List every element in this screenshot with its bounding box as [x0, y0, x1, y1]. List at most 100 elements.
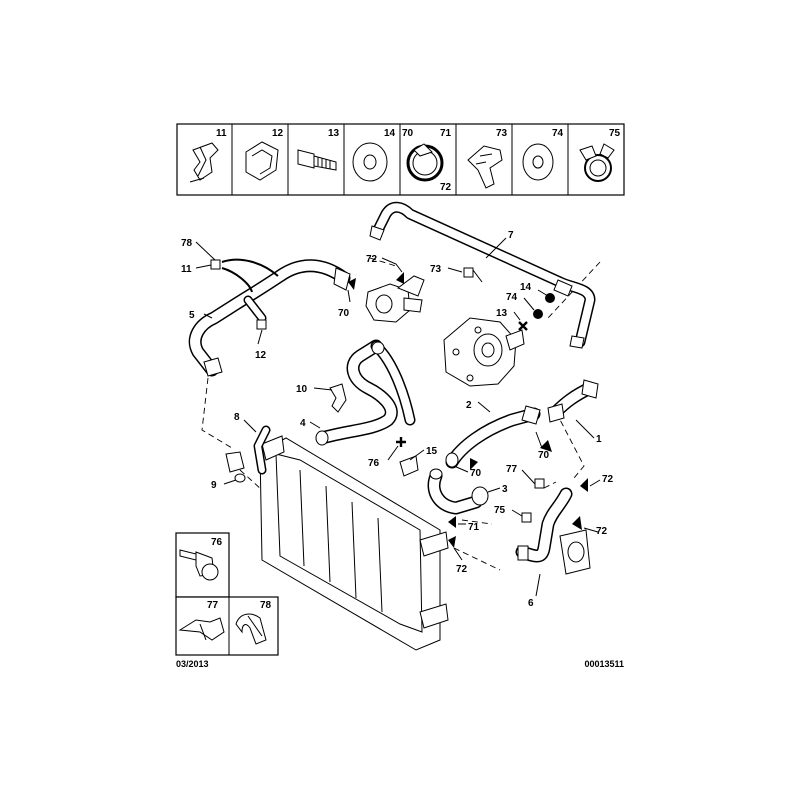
callout-4: 4	[300, 418, 306, 429]
callout-72: 72	[456, 564, 468, 575]
callout-9: 9	[211, 480, 217, 491]
legend-number: 74	[552, 128, 564, 139]
callout-13: 13	[496, 308, 508, 319]
legend-number: 75	[609, 128, 621, 139]
legend-number: 71	[440, 128, 452, 139]
marker-dot	[545, 293, 555, 303]
legend-cell-77: 77	[178, 600, 225, 641]
marker-crosses	[396, 321, 528, 447]
thermostat-housing	[365, 275, 425, 323]
callout-14: 14	[520, 282, 532, 293]
legend-number: 78	[260, 600, 272, 611]
pipe-clip-icon	[467, 145, 503, 189]
arrow-icon	[470, 458, 478, 470]
hose-clip-icon	[189, 142, 219, 183]
arrow-icon	[448, 536, 456, 548]
bolt-clip-icon	[179, 549, 219, 581]
callout-75: 75	[494, 505, 506, 516]
legend-cell-78: 78	[235, 600, 272, 645]
legend-number: 73	[496, 128, 508, 139]
hose-3	[427, 468, 489, 515]
marker-square	[210, 259, 221, 270]
arrow-icon	[348, 278, 356, 290]
callout-6: 6	[528, 598, 534, 609]
marker-squares	[210, 259, 545, 523]
bracket-15	[399, 455, 419, 477]
bracket-10	[329, 383, 347, 413]
arrow-icon	[448, 516, 456, 528]
plus-icon	[396, 437, 406, 447]
legend-cell-11: 11	[189, 128, 227, 183]
marker-square	[534, 478, 545, 489]
footer-reference: 00013511	[584, 659, 624, 669]
cross-icon	[518, 321, 528, 331]
arrow-icon	[580, 478, 588, 492]
footer: 03/2013 00013511	[176, 659, 624, 669]
bolt-icon	[297, 149, 337, 171]
washer-icon	[522, 143, 554, 181]
marker-square	[256, 319, 267, 330]
callout-2: 2	[466, 400, 472, 411]
legend-cell-14: 14	[352, 128, 396, 182]
hose-8	[225, 425, 271, 483]
hose-clamp-icon	[406, 143, 444, 182]
arrow-icon	[396, 272, 404, 284]
callout-15: 15	[426, 446, 438, 457]
marker-arrows	[348, 272, 588, 548]
legend-cell-12: 12	[245, 128, 284, 181]
marker-dots	[533, 293, 555, 319]
spring-clamp-icon	[579, 143, 615, 182]
callout-70: 70	[538, 450, 550, 461]
legend-number: 14	[384, 128, 396, 139]
legend-number: 11	[216, 128, 227, 139]
hose-1	[547, 379, 599, 423]
legend-cell-74: 74	[522, 128, 564, 181]
callout-11: 11	[181, 264, 192, 275]
callout-72: 72	[596, 526, 608, 537]
callout-12: 12	[255, 350, 267, 361]
footer-date: 03/2013	[176, 659, 209, 669]
water-pump	[443, 317, 525, 387]
bracket-icon	[245, 141, 279, 181]
callout-10: 10	[296, 384, 308, 395]
legend-number: 12	[272, 128, 284, 139]
legend-number: 70	[402, 128, 414, 139]
callout-71: 71	[468, 522, 480, 533]
hose-2	[445, 405, 541, 469]
callout-70: 70	[338, 308, 350, 319]
marker-square	[463, 267, 474, 278]
side-legend: 76 77 78	[175, 532, 279, 656]
callout-3: 3	[502, 484, 508, 495]
legend-number: 76	[211, 537, 223, 548]
hose-5	[188, 259, 351, 377]
hose-4	[315, 339, 416, 446]
callout-5: 5	[189, 310, 195, 321]
hose-clip-icon	[235, 613, 267, 645]
callout-8: 8	[234, 412, 240, 423]
legend-number: 77	[207, 600, 219, 611]
callout-70: 70	[470, 468, 482, 479]
callout-74: 74	[506, 292, 518, 303]
callout-78: 78	[181, 238, 193, 249]
legend-cell-13: 13	[297, 128, 340, 171]
clamp-bracket-icon	[178, 617, 225, 641]
callout-77: 77	[506, 464, 518, 475]
arrow-icon	[540, 440, 552, 452]
top-legend: 11 12 13 14	[176, 123, 625, 196]
callout-1: 1	[596, 434, 602, 445]
hose-6	[515, 487, 591, 575]
legend-cell-75: 75	[579, 128, 621, 182]
leader-lines	[195, 237, 601, 597]
washer-icon	[352, 142, 388, 182]
callout-7: 7	[508, 230, 514, 241]
arrow-icon	[572, 516, 582, 530]
marker-square	[521, 512, 532, 523]
legend-cell-70-71-72: 70 71 72	[402, 128, 452, 193]
callout-73: 73	[430, 264, 442, 275]
callout-labels: 78 11 5 12 70 72 7 73 14 74 13 10 4 8 9 …	[181, 230, 614, 609]
marker-dot	[533, 309, 543, 319]
callout-72: 72	[366, 254, 378, 265]
legend-number: 72	[440, 182, 452, 193]
legend-cell-73: 73	[467, 128, 508, 189]
